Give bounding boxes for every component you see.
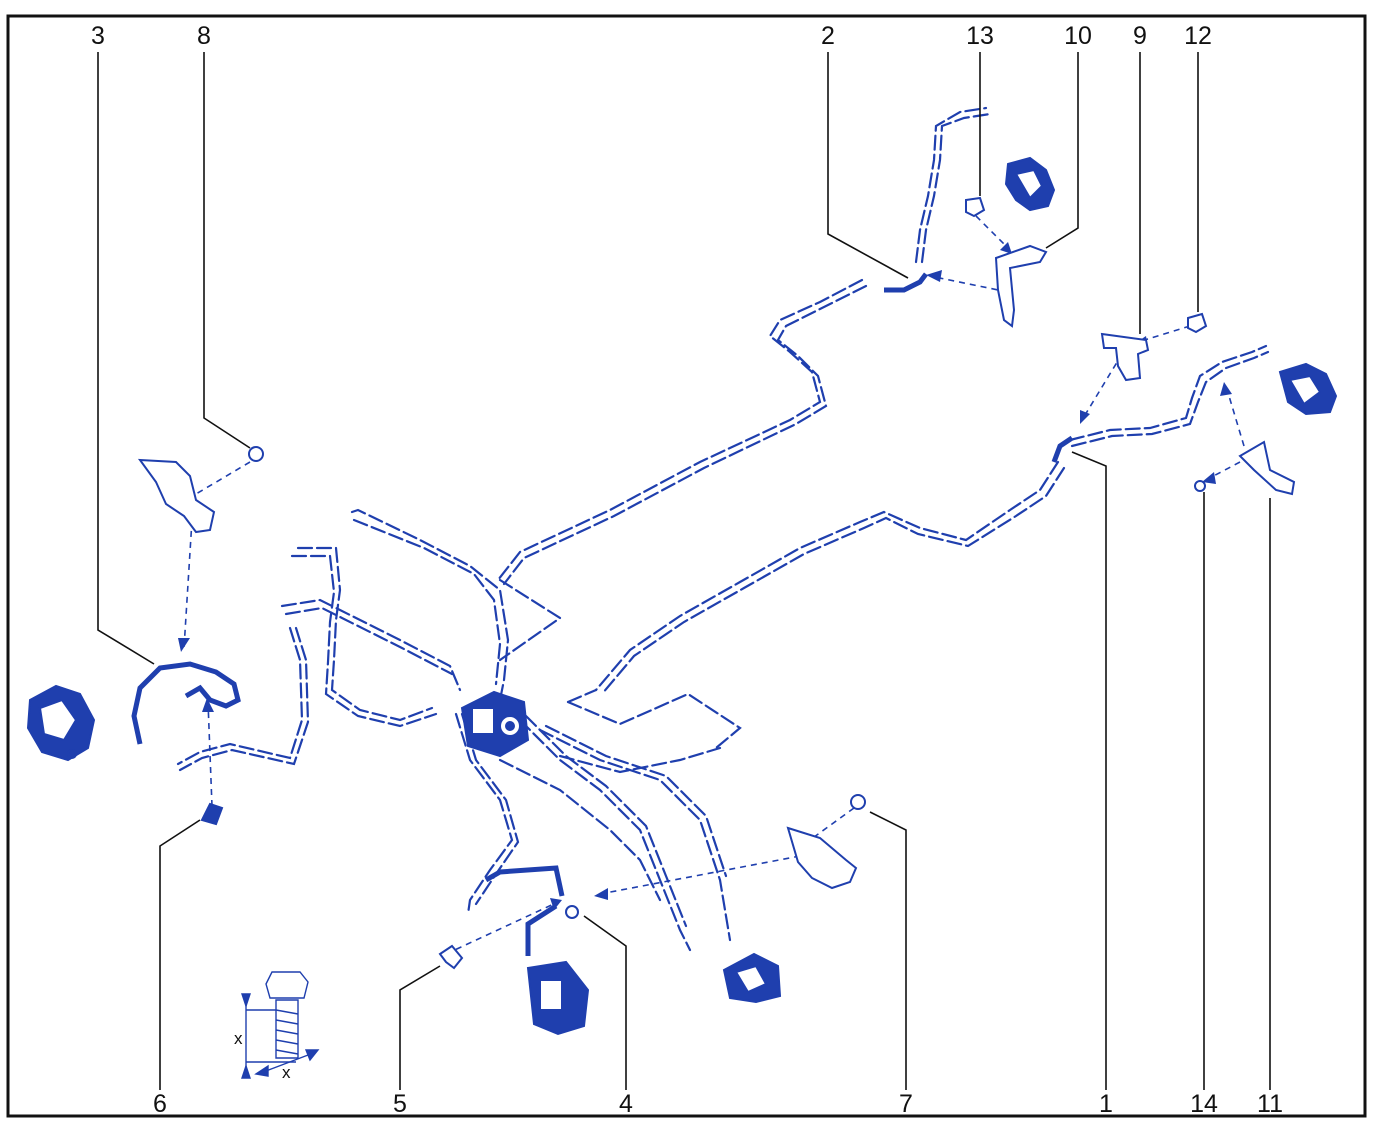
callout-7: 7 bbox=[899, 1090, 913, 1118]
bracket-10 bbox=[994, 244, 1048, 328]
front-left-caliper bbox=[525, 903, 590, 1036]
callout-3: 3 bbox=[91, 22, 105, 50]
callout-10: 10 bbox=[1064, 22, 1092, 50]
abs-hydraulic-unit bbox=[460, 690, 530, 758]
bracket-11 bbox=[1238, 440, 1296, 496]
callout-8: 8 bbox=[197, 22, 211, 50]
diagram-frame bbox=[6, 14, 1367, 1118]
leader-6 bbox=[159, 819, 201, 1090]
flex-hose-1 bbox=[1051, 435, 1074, 463]
rear-right-caliper bbox=[1278, 362, 1338, 416]
arrow-heads bbox=[178, 242, 1232, 910]
inset-dim-vertical: x bbox=[234, 1029, 243, 1048]
leader-8 bbox=[203, 52, 251, 449]
inset-dim-horizontal: x bbox=[282, 1063, 291, 1082]
flex-hose-lower bbox=[484, 865, 565, 897]
assembly-arrows bbox=[183, 215, 1245, 955]
union-4 bbox=[565, 905, 579, 919]
callout-5: 5 bbox=[393, 1090, 407, 1118]
brake-pipes bbox=[176, 106, 1270, 952]
leader-7 bbox=[869, 811, 907, 1090]
callout-12: 12 bbox=[1184, 22, 1212, 50]
front-right-caliper bbox=[1004, 156, 1056, 212]
rear-left-caliper bbox=[722, 952, 782, 1004]
flex-hose-3 bbox=[131, 661, 241, 745]
callout-9: 9 bbox=[1133, 22, 1147, 50]
callout-1: 1 bbox=[1099, 1090, 1113, 1118]
callout-13: 13 bbox=[966, 22, 994, 50]
leader-10 bbox=[1045, 52, 1079, 249]
inset-bolt-head bbox=[265, 971, 309, 999]
bracket-9 bbox=[1100, 332, 1150, 382]
leader-1 bbox=[1071, 451, 1107, 1090]
left-caliper bbox=[26, 684, 96, 762]
bolt-7 bbox=[850, 794, 866, 810]
callout-11: 11 bbox=[1257, 1090, 1283, 1118]
callout-2: 2 bbox=[821, 22, 835, 50]
bolt-12 bbox=[1187, 312, 1208, 334]
leader-2 bbox=[827, 52, 909, 279]
bracket-right-lower bbox=[786, 826, 858, 890]
bracket-left-top bbox=[137, 458, 216, 534]
flex-hose-2 bbox=[884, 272, 928, 293]
bolt-13 bbox=[965, 196, 986, 218]
leader-4 bbox=[583, 915, 627, 1090]
inset-bolt-shank bbox=[275, 999, 299, 1059]
bolt-8 bbox=[248, 446, 264, 462]
callout-14: 14 bbox=[1190, 1090, 1218, 1118]
clip-5 bbox=[438, 944, 464, 970]
callout-4: 4 bbox=[619, 1090, 633, 1118]
components bbox=[26, 156, 1338, 1036]
leader-5 bbox=[399, 965, 441, 1090]
leader-3 bbox=[97, 52, 155, 665]
leader-lines bbox=[97, 52, 1271, 1090]
callout-6: 6 bbox=[153, 1090, 167, 1118]
union-6 bbox=[200, 802, 224, 826]
bolt-14 bbox=[1194, 480, 1206, 492]
bolt-inset bbox=[241, 971, 320, 1079]
